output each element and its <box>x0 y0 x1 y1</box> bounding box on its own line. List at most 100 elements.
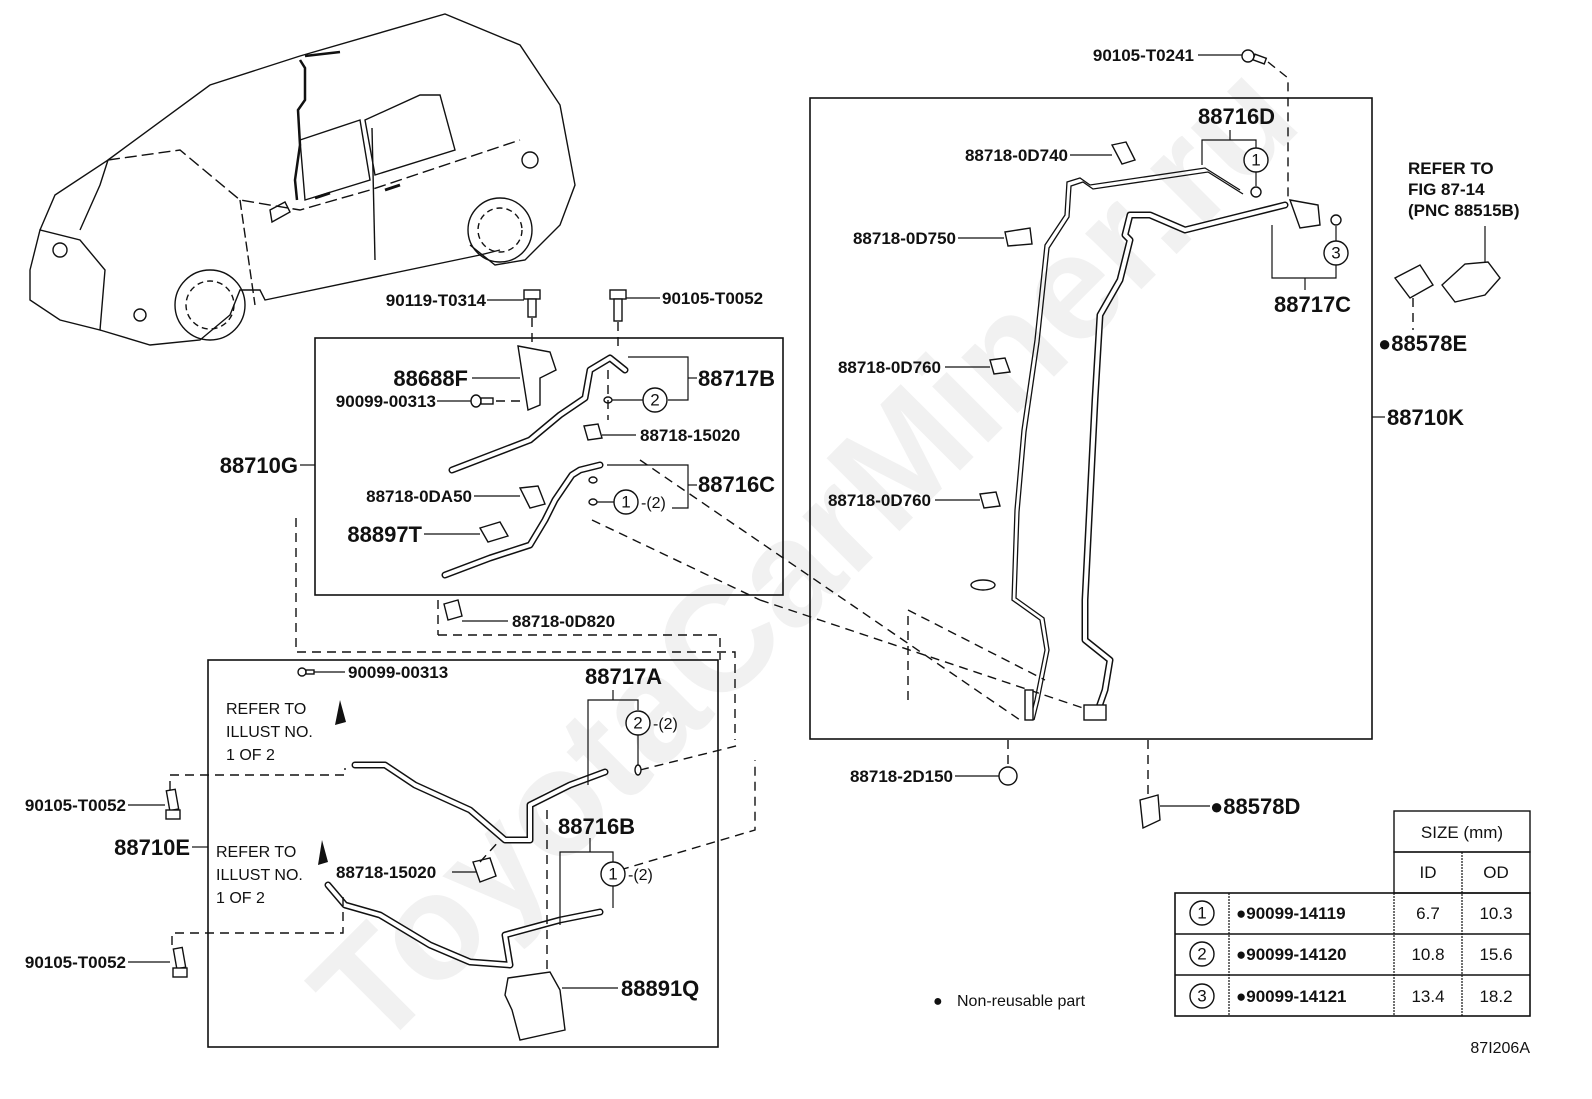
label-90099-00313-a: 90099-00313 <box>336 392 436 411</box>
label-90105-T0241: 90105-T0241 <box>1093 46 1194 65</box>
svg-text:2: 2 <box>650 391 659 410</box>
label-88717C: 88717C <box>1274 292 1351 317</box>
svg-text:2: 2 <box>1197 945 1206 964</box>
oring-88716C[interactable]: 1 <box>613 489 639 515</box>
label-88897T: 88897T <box>347 522 422 547</box>
qty-88717A: -(2) <box>653 716 678 733</box>
svg-text:ToyotaCarMiner.ru: ToyotaCarMiner.ru <box>280 30 1328 1078</box>
svg-text:●90099-14121: ●90099-14121 <box>1236 987 1346 1006</box>
hose-88716C[interactable] <box>441 461 604 579</box>
label-88891Q: 88891Q <box>621 976 699 1001</box>
clamp-88718-15020-b[interactable] <box>472 857 497 883</box>
label-88716B: 88716B <box>558 814 635 839</box>
legend-bullet-icon: ● <box>933 993 943 1010</box>
label-90105-T0052-c: 90105-T0052 <box>25 953 126 972</box>
label-90119-T0314: 90119-T0314 <box>386 291 487 310</box>
qty-88716B: -(2) <box>628 867 653 884</box>
label-88688F: 88688F <box>393 366 468 391</box>
label-90099-00313-b: 90099-00313 <box>348 663 448 682</box>
svg-text:3: 3 <box>1197 987 1206 1006</box>
label-88718-0D760-a: 88718-0D760 <box>838 358 941 377</box>
group-88710E: 90099-00313 REFER TO ILLUST NO. 1 OF 2 8… <box>25 659 719 1048</box>
table-col-id: ID <box>1420 863 1437 882</box>
qty-88716C: -(2) <box>641 495 666 512</box>
label-88578D: ●88578D <box>1210 794 1300 819</box>
refer-note-1: REFER TO ILLUST NO. 1 OF 2 <box>226 701 313 764</box>
figure-id: 87I206A <box>1470 1040 1530 1057</box>
oring-88716B[interactable]: 1 <box>600 861 626 887</box>
clip-88718-0D820[interactable] <box>443 599 463 621</box>
group-88710K-frame <box>809 97 1373 740</box>
svg-text:18.2: 18.2 <box>1479 987 1512 1006</box>
svg-text:10.3: 10.3 <box>1479 904 1512 923</box>
bolt-90119-T0314[interactable] <box>523 289 541 318</box>
legend-text: Non-reusable part <box>957 993 1086 1010</box>
svg-text:3: 3 <box>1331 244 1340 263</box>
svg-text:1: 1 <box>608 865 617 884</box>
svg-text:1: 1 <box>621 493 630 512</box>
vehicle-illustration <box>29 13 576 346</box>
oring-88717A[interactable]: 2 <box>625 710 651 736</box>
cap-88578E[interactable] <box>1393 264 1434 299</box>
table-row: 1 ●90099-14119 6.7 10.3 <box>1189 900 1513 926</box>
bracket-88891Q[interactable] <box>504 971 566 1041</box>
connection-lines <box>295 459 1096 871</box>
clip-88718-0DA50[interactable] <box>518 485 546 509</box>
clip-88718-0D760-b[interactable] <box>979 491 1001 509</box>
label-90105-T0052-b: 90105-T0052 <box>25 796 126 815</box>
size-table: SIZE (mm) ID OD 1 ●90099-14119 6.7 10.3 … <box>1174 810 1531 1017</box>
svg-text:ILLUST NO.: ILLUST NO. <box>226 724 313 741</box>
svg-text:REFER TO: REFER TO <box>226 701 306 718</box>
svg-text:●90099-14120: ●90099-14120 <box>1236 945 1346 964</box>
label-88578E: ●88578E <box>1378 331 1467 356</box>
oring-88717B[interactable]: 2 <box>642 387 668 413</box>
label-88717B: 88717B <box>698 366 775 391</box>
arrow-up-icon <box>318 840 328 865</box>
oring-88716D[interactable]: 1 <box>1243 147 1269 173</box>
clip-88718-0D740[interactable] <box>1110 141 1136 165</box>
label-88718-15020-a: 88718-15020 <box>640 426 740 445</box>
pipe-end <box>1024 689 1034 721</box>
bolt-90105-T0052-c[interactable] <box>172 946 188 978</box>
svg-text:REFER TO: REFER TO <box>1408 159 1494 178</box>
screw-90099-00313-a[interactable] <box>470 394 494 408</box>
svg-text:1 OF 2: 1 OF 2 <box>216 890 265 907</box>
connector-block <box>1083 704 1107 721</box>
svg-text:2: 2 <box>633 714 642 733</box>
screw-90099-00313-b[interactable] <box>297 667 315 677</box>
group-88710G: 90119-T0314 90105-T0052 88688F 90099-003… <box>220 289 784 635</box>
label-88717A: 88717A <box>585 664 662 689</box>
svg-text:1: 1 <box>1251 151 1260 170</box>
bolt-90105-T0052-b[interactable] <box>165 788 181 820</box>
svg-text:1: 1 <box>1197 904 1206 923</box>
grommet-88897T[interactable] <box>478 521 510 543</box>
clip-88718-0D750[interactable] <box>1004 227 1033 247</box>
svg-text:10.8: 10.8 <box>1411 945 1444 964</box>
clip-88718-0D760-a[interactable] <box>989 357 1011 375</box>
label-88718-0DA50: 88718-0DA50 <box>366 487 472 506</box>
label-88718-15020-b: 88718-15020 <box>336 863 436 882</box>
group-88710K: 90105-T0241 88716D 1 3 88717C 88718-0D <box>809 46 1464 830</box>
table-row: 3 ●90099-14121 13.4 18.2 <box>1189 983 1513 1009</box>
bolt-90105-T0052[interactable] <box>609 289 627 322</box>
oring-88717C[interactable]: 3 <box>1323 240 1349 266</box>
label-88718-0D760-b: 88718-0D760 <box>828 491 931 510</box>
bolt-90105-T0241[interactable] <box>1241 49 1268 65</box>
svg-text:ILLUST NO.: ILLUST NO. <box>216 867 303 884</box>
svg-text:6.7: 6.7 <box>1416 904 1440 923</box>
svg-text:15.6: 15.6 <box>1479 945 1512 964</box>
group-88710E-frame <box>207 659 719 1048</box>
table-row: 2 ●90099-14120 10.8 15.6 <box>1189 941 1513 967</box>
arrow-up-icon <box>335 700 346 725</box>
svg-text:●90099-14119: ●90099-14119 <box>1236 904 1346 923</box>
pipe-88716D[interactable] <box>1011 167 1241 721</box>
clip-88718-2D150[interactable] <box>998 766 1018 786</box>
bracket-88688F[interactable] <box>517 345 557 411</box>
label-88718-2D150: 88718-2D150 <box>850 767 953 786</box>
label-88718-0D820: 88718-0D820 <box>512 612 615 631</box>
label-88710G: 88710G <box>220 453 298 478</box>
clamp-88718-15020-a[interactable] <box>583 423 603 441</box>
cap-88578D[interactable] <box>1139 794 1161 830</box>
label-88716C: 88716C <box>698 472 775 497</box>
